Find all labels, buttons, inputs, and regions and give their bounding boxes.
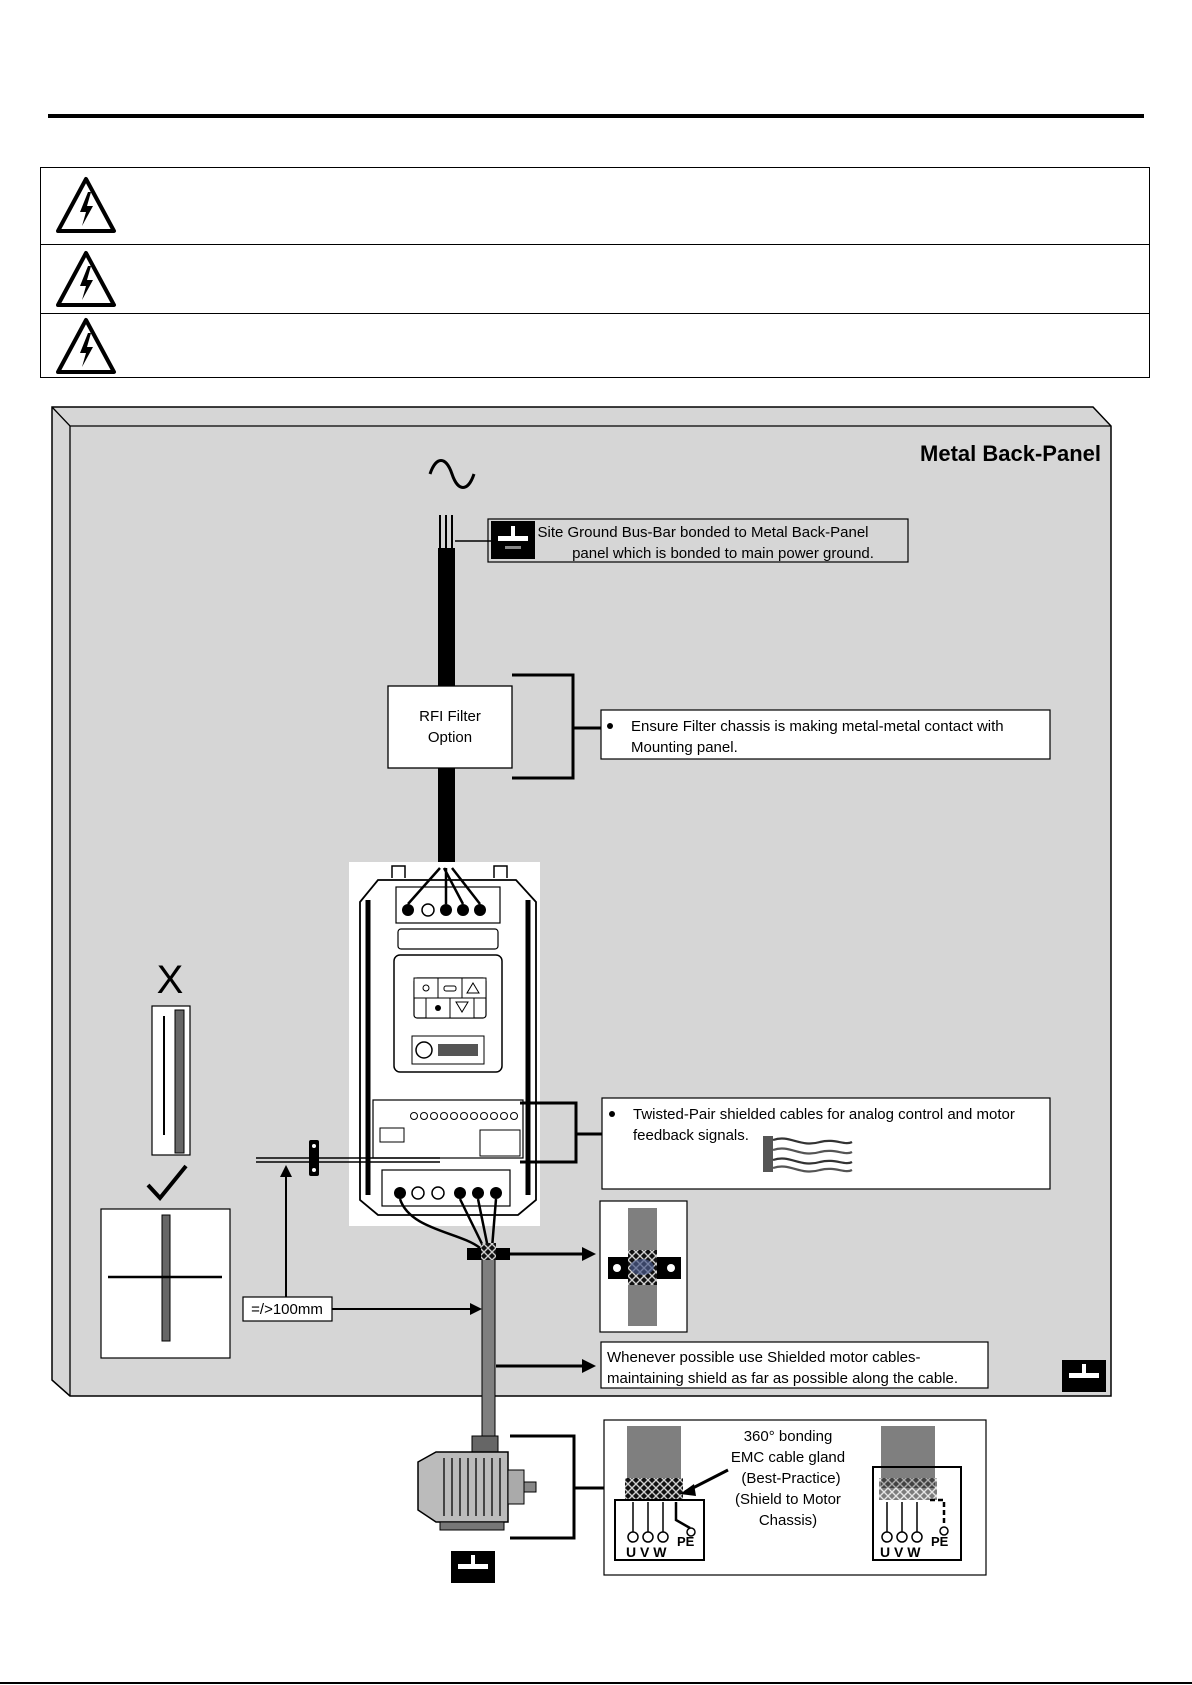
ground-busbar-note-line2: panel which is bonded to main power grou… (572, 545, 874, 562)
twisted-pair-cable-icon (763, 1136, 853, 1173)
ground-busbar-note-box (487, 518, 909, 563)
high-voltage-warning-icon (56, 318, 116, 374)
motor-ground-icon (451, 1551, 495, 1583)
left-motor-terminal-labels: U V W (626, 1544, 667, 1560)
ground-busbar-note-line1: Site Ground Bus-Bar bonded to Metal Back… (537, 524, 868, 541)
shielded-cable-note-box (600, 1341, 989, 1389)
twisted-pair-note-line1: Twisted-Pair shielded cables for analog … (633, 1106, 1015, 1123)
filter-note-line1: Ensure Filter chassis is making metal-me… (631, 718, 1004, 735)
ac-supply-icon (428, 459, 476, 489)
safety-warning-table (40, 167, 1150, 378)
rfi-filter-box (387, 685, 513, 769)
separation-label: =/>100mm (251, 1301, 323, 1318)
shielded-motor-cable (481, 1245, 496, 1447)
gland-note-line2: EMC cable gland (731, 1449, 845, 1466)
shielded-cable-note-line1: Whenever possible use Shielded motor cab… (607, 1349, 921, 1366)
gland-note-line1: 360° bonding (744, 1428, 833, 1445)
motor-icon (417, 1435, 537, 1531)
warning-row-1 (41, 168, 1149, 244)
gland-note-line3: (Best-Practice) (741, 1470, 840, 1487)
rfi-filter-label-line2: Option (428, 729, 472, 746)
ground-symbol-icon (1062, 1360, 1106, 1392)
left-motor-pe-label: PE (677, 1534, 695, 1549)
ground-busbar-icon (491, 521, 535, 559)
separation-label-box (242, 1296, 333, 1322)
correct-check-icon (146, 1164, 188, 1202)
right-motor-pe-label: PE (931, 1534, 949, 1549)
shielded-cable-note-line2: maintaining shield as far as possible al… (607, 1370, 958, 1387)
filter-note-box (600, 709, 1051, 760)
header-rule (48, 114, 1144, 118)
control-cable-clamp (309, 1140, 319, 1176)
rfi-filter-label-line1: RFI Filter (419, 708, 481, 725)
supply-conductors (439, 515, 453, 552)
footer-rule (0, 1682, 1192, 1684)
twisted-pair-note-box (601, 1097, 1051, 1190)
panel-title: Metal Back-Panel (920, 441, 1101, 466)
variable-speed-drive (349, 862, 540, 1249)
warning-row-3 (41, 313, 1149, 378)
gland-note-line5: Chassis) (759, 1512, 817, 1529)
high-voltage-warning-icon (56, 177, 116, 233)
incorrect-mark: X (157, 958, 184, 1002)
filter-note-line2: Mounting panel. (631, 739, 738, 756)
right-motor-terminal-labels: U V W (880, 1544, 921, 1560)
warning-row-2 (41, 244, 1149, 313)
twisted-pair-note-line2: feedback signals. (633, 1127, 749, 1144)
gland-note-line4: (Shield to Motor (735, 1491, 841, 1508)
high-voltage-warning-icon (56, 251, 116, 307)
